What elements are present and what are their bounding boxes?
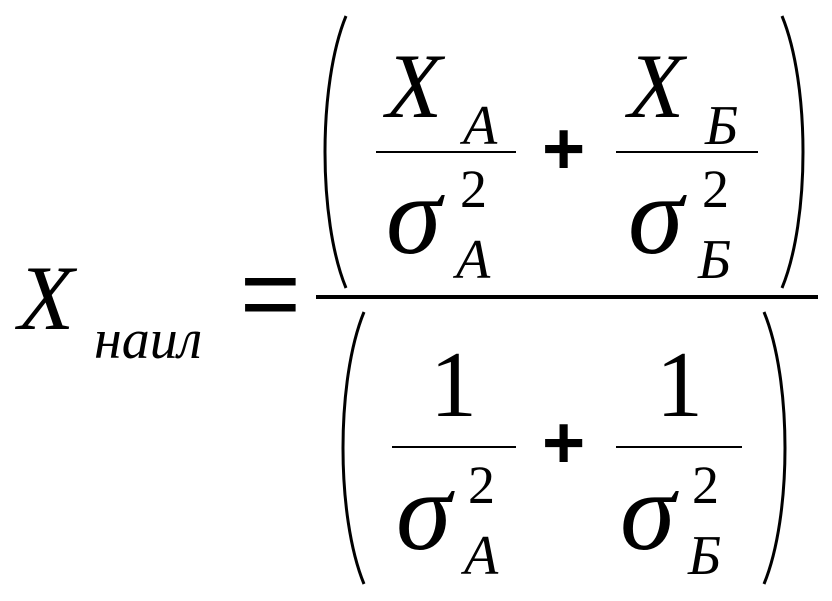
den-term-b-sigma: σ [620, 450, 676, 574]
num-term-a-subscript: А [463, 95, 498, 157]
denominator-right-paren [762, 311, 787, 585]
den-term-a-exponent: 2 [468, 455, 495, 515]
num-term-a-sigma: σ [386, 154, 442, 278]
den-term-a-one: 1 [430, 333, 477, 437]
num-term-a-fraction-bar [376, 151, 516, 153]
den-term-b-fraction-bar [616, 446, 742, 448]
num-term-b-exponent: 2 [702, 159, 729, 219]
den-term-b-one: 1 [656, 333, 703, 437]
den-term-b-sigma-subscript: Б [688, 525, 722, 587]
lhs-symbol: X [18, 247, 75, 349]
num-term-a-sigma-subscript: А [456, 229, 491, 291]
denominator-left-paren [341, 311, 366, 585]
num-term-b-symbol: X [628, 35, 685, 137]
den-term-a-sigma: σ [396, 450, 452, 574]
den-term-b-exponent: 2 [692, 455, 719, 515]
den-plus-operator: + [542, 401, 586, 484]
num-term-b-fraction-bar [616, 151, 758, 153]
main-fraction-bar [316, 295, 818, 299]
num-term-b-subscript: Б [705, 95, 739, 157]
den-term-a-fraction-bar [392, 446, 516, 448]
num-term-b-sigma: σ [628, 154, 684, 278]
equals-sign: = [240, 236, 301, 352]
lhs-subscript: наил [94, 309, 203, 371]
num-plus-operator: + [542, 107, 586, 190]
num-term-a-exponent: 2 [460, 159, 487, 219]
num-term-a-symbol: X [386, 35, 443, 137]
num-term-b-sigma-subscript: Б [698, 229, 732, 291]
numerator-right-paren [780, 15, 805, 289]
numerator-left-paren [323, 15, 348, 289]
den-term-a-sigma-subscript: А [464, 525, 499, 587]
